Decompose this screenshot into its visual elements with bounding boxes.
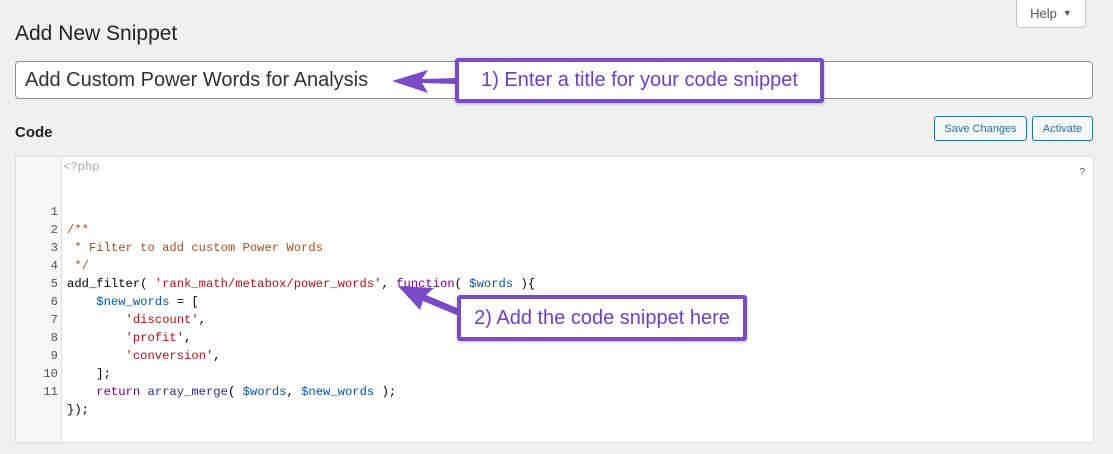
activate-button[interactable]: Activate	[1032, 116, 1093, 141]
triangle-down-icon: ▼	[1062, 8, 1072, 18]
code-line: 5 $new_words = [	[50, 277, 199, 309]
code-line: 9 ];	[50, 349, 111, 381]
editor-help-icon[interactable]: ?	[1079, 167, 1085, 178]
code-line: 10 return array_merge( $words, $new_word…	[43, 367, 397, 399]
save-changes-button[interactable]: Save Changes	[934, 116, 1027, 141]
code-line: 3 */	[50, 241, 89, 273]
line-number-gutter	[16, 157, 62, 442]
page-title: Add New Snippet	[15, 22, 178, 45]
code-line: 2 * Filter to add custom Power Words	[50, 223, 323, 255]
code-line: 4 add_filter( 'rank_math/metabox/power_w…	[50, 259, 536, 291]
code-line: 11 });	[43, 385, 89, 417]
code-line-4: add_filter( 'rank_math/metabox/power_wor…	[67, 277, 536, 291]
help-tab-button[interactable]: Help ▼	[1016, 0, 1086, 28]
help-label: Help	[1030, 5, 1057, 21]
code-line: 6 'discount',	[50, 295, 206, 327]
code-section-label: Code	[15, 124, 53, 141]
annotation-callout-1: 1) Enter a title for your code snippet	[455, 58, 824, 103]
code-line: 7 'profit',	[50, 313, 192, 345]
code-line: 8 'conversion',	[50, 331, 221, 363]
annotation-arrow-1-icon	[392, 70, 456, 93]
annotation-callout-2: 2) Add the code snippet here	[457, 295, 747, 341]
php-open-tag: <?php	[63, 160, 100, 174]
annotation-arrow-2-icon	[398, 286, 462, 316]
code-line: 1 /**	[50, 205, 89, 237]
